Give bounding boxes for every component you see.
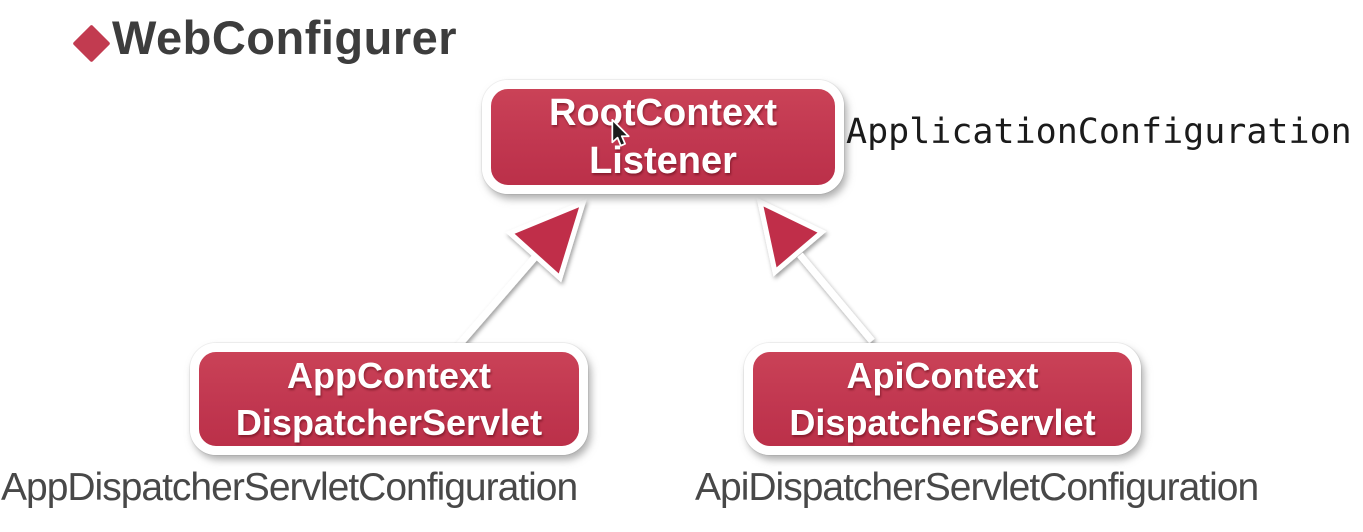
root-node-annotation: ApplicationConfiguration: [846, 112, 1352, 152]
right-node-annotation: ApiDispatcherServletConfiguration: [695, 466, 1259, 509]
left-node-annotation: AppDispatcherServletConfiguration: [1, 466, 578, 509]
arrow-right-to-root-icon: [756, 197, 875, 344]
node-label-line1: RootContext: [549, 92, 777, 134]
page-title: WebConfigurer: [112, 11, 458, 64]
node-label-line1: ApiContext: [846, 355, 1039, 396]
node-label-line2: DispatcherServlet: [789, 402, 1096, 443]
mouse-cursor-icon: [611, 119, 630, 147]
node-apicontext-dispatcherservlet: ApiContext DispatcherServlet: [744, 343, 1141, 455]
node-label-line1: AppContext: [287, 355, 491, 396]
node-label-line2: DispatcherServlet: [235, 402, 543, 443]
node-label-line2: Listener: [589, 140, 737, 182]
node-rootcontext-listener: RootContext Listener: [482, 80, 844, 194]
arrow-left-to-root-icon: [455, 198, 587, 349]
node-appcontext-dispatcherservlet: AppContext DispatcherServlet: [190, 343, 588, 455]
